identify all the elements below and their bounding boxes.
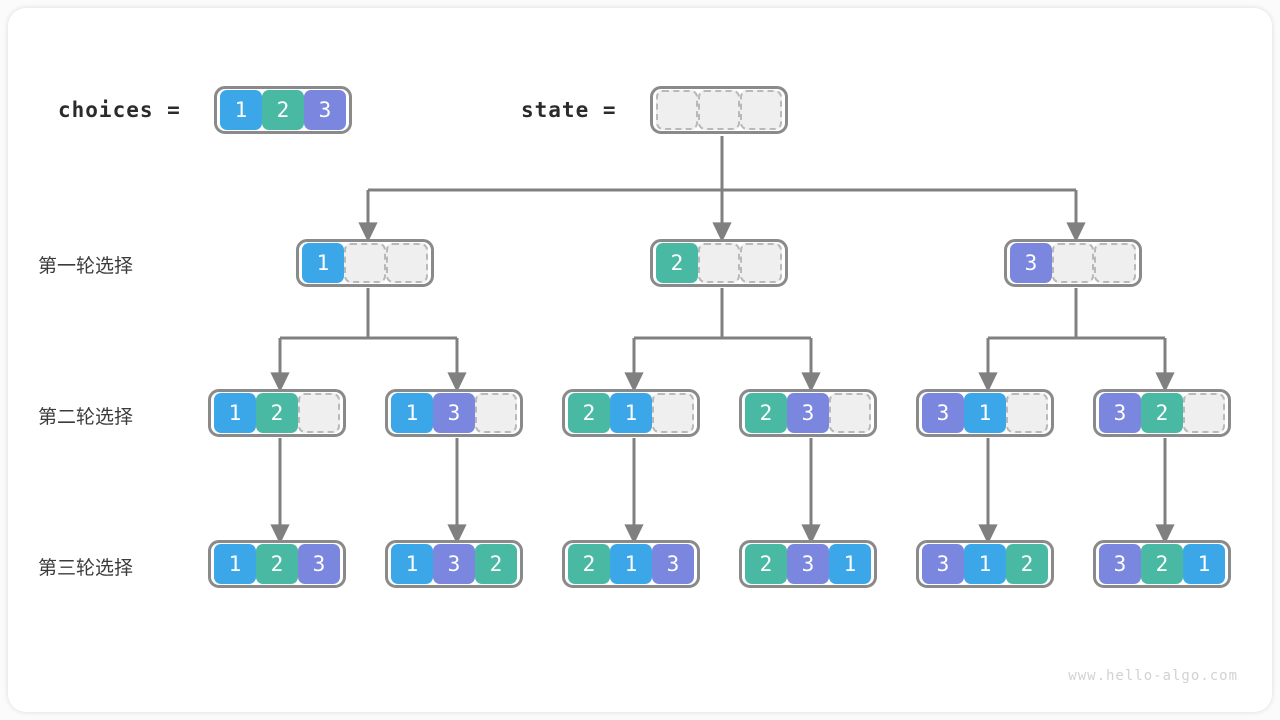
round3-node-1-cell-2: 2 bbox=[256, 544, 298, 584]
round1-node-1-cell-2 bbox=[344, 243, 386, 283]
round2-node-2-cell-2: 3 bbox=[433, 393, 475, 433]
choices-cell-2: 2 bbox=[262, 90, 304, 130]
round1-node-1-cell-3 bbox=[386, 243, 428, 283]
round3-node-6-cell-1: 3 bbox=[1099, 544, 1141, 584]
round2-node-6-cell-1: 3 bbox=[1099, 393, 1141, 433]
state-cell-3 bbox=[740, 90, 782, 130]
round2-node-3-cell-1: 2 bbox=[568, 393, 610, 433]
row-label-round-2: 第二轮选择 bbox=[38, 407, 134, 428]
round3-node-5-cell-2: 1 bbox=[964, 544, 1006, 584]
round3-node-2-cell-1: 1 bbox=[391, 544, 433, 584]
round1-node-3: 3 bbox=[1004, 239, 1142, 287]
round1-node-3-cell-3 bbox=[1094, 243, 1136, 283]
state-array bbox=[650, 86, 788, 134]
round2-node-5-cell-1: 3 bbox=[922, 393, 964, 433]
state-cell-2 bbox=[698, 90, 740, 130]
round3-node-1-cell-1: 1 bbox=[214, 544, 256, 584]
state-cell-1 bbox=[656, 90, 698, 130]
round3-node-3-cell-1: 2 bbox=[568, 544, 610, 584]
round3-node-6-cell-2: 2 bbox=[1141, 544, 1183, 584]
choices-cell-1: 1 bbox=[220, 90, 262, 130]
round3-node-3-cell-3: 3 bbox=[652, 544, 694, 584]
round2-node-2-cell-3 bbox=[475, 393, 517, 433]
round1-node-2-cell-1: 2 bbox=[656, 243, 698, 283]
row-label-round-3: 第三轮选择 bbox=[38, 558, 134, 579]
round3-node-2-cell-2: 3 bbox=[433, 544, 475, 584]
round2-node-1-cell-3 bbox=[298, 393, 340, 433]
row-label-round-1: 第一轮选择 bbox=[38, 256, 134, 277]
round2-node-5-cell-2: 1 bbox=[964, 393, 1006, 433]
round3-node-4-cell-3: 1 bbox=[829, 544, 871, 584]
round3-node-3-cell-2: 1 bbox=[610, 544, 652, 584]
round1-node-2-cell-3 bbox=[740, 243, 782, 283]
round2-node-6-cell-3 bbox=[1183, 393, 1225, 433]
watermark: www.hello-algo.com bbox=[1068, 668, 1238, 684]
round3-node-5-cell-3: 2 bbox=[1006, 544, 1048, 584]
round1-node-2: 2 bbox=[650, 239, 788, 287]
round2-node-4-cell-1: 2 bbox=[745, 393, 787, 433]
round2-node-6-cell-2: 2 bbox=[1141, 393, 1183, 433]
round2-node-4-cell-3 bbox=[829, 393, 871, 433]
diagram-card bbox=[8, 8, 1272, 712]
state-label: state = bbox=[521, 98, 617, 122]
choices-label: choices = bbox=[58, 98, 181, 122]
choices-cell-3: 3 bbox=[304, 90, 346, 130]
round2-node-4-cell-2: 3 bbox=[787, 393, 829, 433]
round2-node-5-cell-3 bbox=[1006, 393, 1048, 433]
round2-node-1-cell-2: 2 bbox=[256, 393, 298, 433]
round1-node-3-cell-2 bbox=[1052, 243, 1094, 283]
round2-node-1-cell-1: 1 bbox=[214, 393, 256, 433]
round3-node-5-cell-1: 3 bbox=[922, 544, 964, 584]
round1-node-1: 1 bbox=[296, 239, 434, 287]
round3-node-4-cell-1: 2 bbox=[745, 544, 787, 584]
round3-node-6-cell-3: 1 bbox=[1183, 544, 1225, 584]
round2-node-2-cell-1: 1 bbox=[391, 393, 433, 433]
round3-node-1-cell-3: 3 bbox=[298, 544, 340, 584]
round1-node-3-cell-1: 3 bbox=[1010, 243, 1052, 283]
round3-node-4-cell-2: 3 bbox=[787, 544, 829, 584]
round1-node-1-cell-1: 1 bbox=[302, 243, 344, 283]
round2-node-3-cell-3 bbox=[652, 393, 694, 433]
round2-node-3-cell-2: 1 bbox=[610, 393, 652, 433]
round3-node-2-cell-3: 2 bbox=[475, 544, 517, 584]
round1-node-2-cell-2 bbox=[698, 243, 740, 283]
